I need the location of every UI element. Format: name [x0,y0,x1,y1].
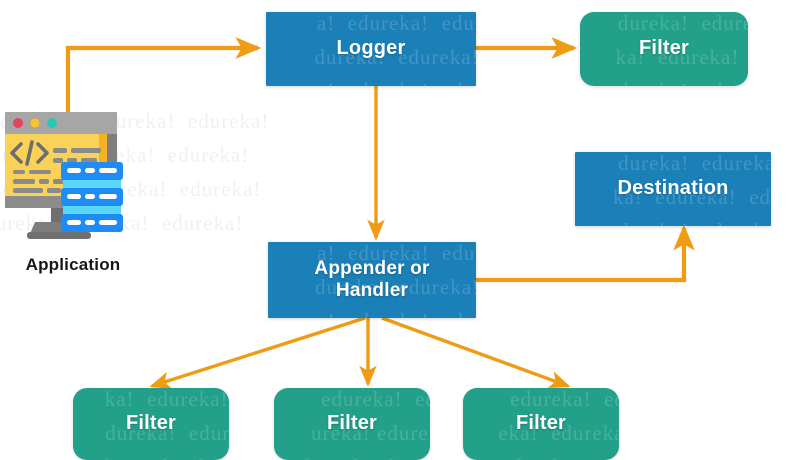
node-destination-label: Destination [617,177,729,200]
edge-application-to-logger [65,37,262,120]
node-appender-label: Appender or Handler [308,258,435,303]
node-filter-2-label: Filter [326,412,378,435]
node-logger-label: Logger [336,37,406,60]
node-appender-label-line2: Handler [335,280,409,301]
node-filter-3[interactable]: edureka! edueka! edureka! eedureka! edur… [463,388,619,460]
node-filter-1-label: Filter [125,412,177,435]
window-dot-yellow [30,118,40,128]
monitor-bezel-right [107,112,117,208]
edge-appender-to-filter-3 [381,316,571,388]
edge-appender-to-filter-1 [149,316,366,389]
application-computer-icon [5,112,123,239]
monitor-stand-foot [27,232,91,239]
node-filter-top[interactable]: dureka! edureka!ka! edureka! edudureka! … [580,12,748,86]
node-filter-3-label: Filter [515,412,567,435]
application-label: Application [25,255,121,274]
window-dot-red [13,118,23,128]
node-destination[interactable]: dureka! edureka! edka! edureka! edurekad… [575,152,771,226]
node-filter-top-label: Filter [638,37,690,60]
code-bracket-icon [10,140,49,166]
node-logger[interactable]: a! edureka! edureka!dureka! edureka! edu… [266,12,476,86]
server-stack-icon [61,162,123,232]
node-appender-label-line1: Appender or [314,257,430,279]
node-filter-2[interactable]: edureka! eduureka! edureka!h! edureka! e… [274,388,430,460]
window-dot-cyan [47,118,57,128]
edge-appender-to-destination [475,224,695,283]
node-appender-or-handler[interactable]: a! edureka! edureka!dureka! edureka! edu… [268,242,476,318]
